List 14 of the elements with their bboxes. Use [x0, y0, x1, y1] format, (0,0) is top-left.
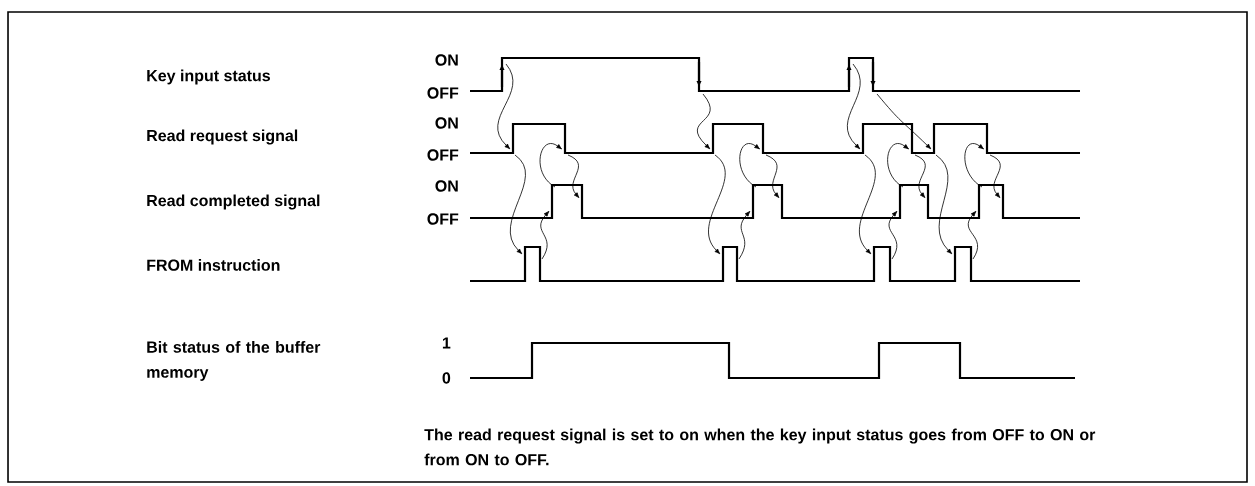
- signal-name: Read request signal: [147, 129, 298, 145]
- note-text: The read request signal is set to on when the key input status goes from OFF to ON or from ON to OFF.: [424, 428, 1096, 466]
- signal-name: Read completed signal: [147, 194, 320, 210]
- level-label: OFF: [427, 213, 459, 225]
- level-label: 1: [442, 337, 451, 349]
- level-label: OFF: [427, 149, 459, 161]
- level-label: OFF: [427, 87, 459, 99]
- signal-name: Bit status of the buffer memory: [147, 341, 321, 381]
- signal-name: FROM instruction: [147, 259, 280, 271]
- signal-name: Key input status: [147, 69, 270, 85]
- level-label: ON: [435, 180, 458, 192]
- level-label: 0: [442, 372, 451, 384]
- level-label: ON: [435, 54, 458, 66]
- level-label: ON: [435, 117, 458, 129]
